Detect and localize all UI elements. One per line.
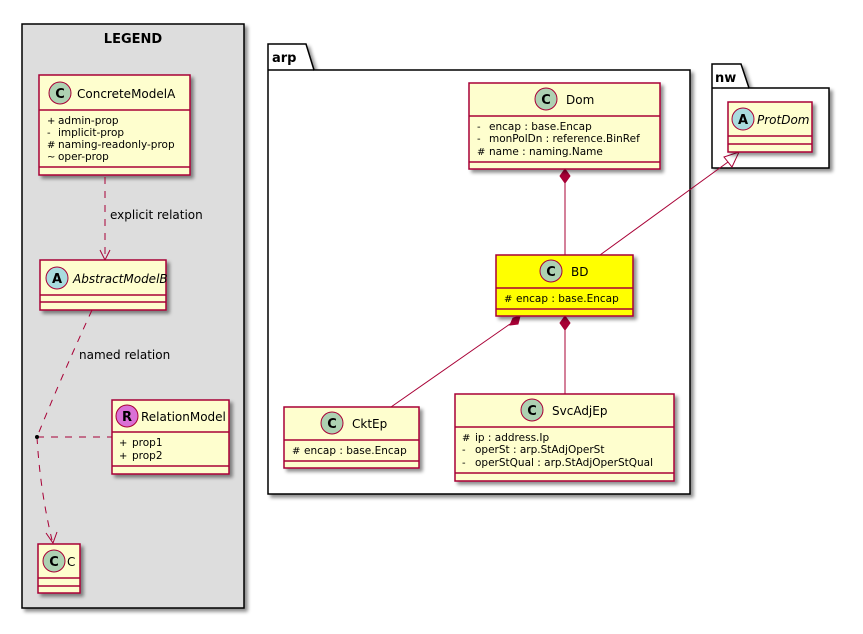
class-svcadjep[interactable]: C SvcAdjEp # ip : address.Ip - operSt : …: [454, 393, 675, 482]
edge-dom-bd-composition: [559, 168, 571, 255]
svg-text:C: C: [541, 93, 551, 108]
svg-text:C: C: [49, 555, 59, 570]
package-name: arp: [272, 51, 297, 66]
member: prop2: [132, 450, 163, 462]
class-concrete-model-a[interactable]: C ConcreteModelA + admin-prop - implicit…: [38, 74, 191, 176]
class-name: CktEp: [352, 417, 387, 431]
legend-title: LEGEND: [104, 32, 163, 47]
class-dom[interactable]: C Dom - encap : base.Encap - monPolDn : …: [468, 82, 661, 170]
abstract-spot-icon: A: [45, 266, 69, 290]
member-list: # encap : base.Encap: [504, 293, 619, 305]
visibility-private-icon: -: [462, 458, 466, 469]
member-list: + admin-prop - implicit-prop # naming-re…: [47, 115, 175, 163]
class-name: ProtDom: [757, 113, 810, 127]
visibility-protected-icon: #: [292, 446, 300, 457]
class-spot-icon: C: [534, 87, 558, 111]
inheritance-triangle-icon: [723, 151, 740, 168]
visibility-protected-icon: #: [504, 294, 512, 305]
edge-label: explicit relation: [110, 208, 203, 222]
composition-diamond-icon: [559, 315, 571, 331]
svg-text:A: A: [52, 272, 62, 287]
class-spot-icon: C: [48, 81, 72, 105]
member-list: # ip : address.Ip - operSt : arp.StAdjOp…: [462, 432, 653, 469]
visibility-public-icon: +: [119, 451, 127, 462]
composition-diamond-icon: [559, 168, 571, 184]
member: admin-prop: [58, 115, 119, 127]
visibility-protected-icon: #: [462, 433, 470, 444]
class-name: C: [67, 555, 75, 569]
class-name: BD: [571, 265, 588, 279]
class-cktep[interactable]: C CktEp # encap : base.Encap: [283, 406, 420, 469]
class-name: AbstractModelB: [72, 272, 168, 286]
class-name: Dom: [566, 93, 594, 107]
svg-text:A: A: [738, 113, 748, 128]
member: oper-prop: [58, 151, 109, 163]
edge-bd-protdom-inheritance: [599, 151, 740, 256]
visibility-public-icon: +: [47, 116, 55, 127]
member-list: # encap : base.Encap: [292, 445, 407, 457]
class-bd[interactable]: C BD # encap : base.Encap: [495, 254, 634, 317]
svg-text:C: C: [527, 404, 537, 419]
member-list: + prop1 + prop2: [119, 437, 163, 462]
svg-text:C: C: [55, 87, 65, 102]
class-spot-icon: C: [320, 411, 344, 435]
edge-bd-cktep-composition: [390, 315, 521, 408]
visibility-package-icon: ~: [47, 152, 55, 163]
member: encap : base.Encap: [516, 293, 619, 305]
relation-spot-icon: R: [115, 404, 139, 428]
composition-diamond-icon: [509, 315, 521, 326]
class-protdom[interactable]: A ProtDom: [727, 101, 813, 153]
class-name: SvcAdjEp: [552, 404, 607, 418]
visibility-protected-icon: #: [47, 140, 55, 151]
member: prop1: [132, 437, 163, 449]
class-spot-icon: C: [520, 398, 544, 422]
association-dot: [35, 435, 39, 439]
member: naming-readonly-prop: [58, 139, 175, 151]
class-name: RelationModel: [141, 410, 226, 424]
class-spot-icon: C: [539, 259, 563, 283]
edge-bd-svcadjep-composition: [559, 315, 571, 394]
class-c[interactable]: C C: [37, 543, 81, 594]
member: name : naming.Name: [489, 146, 603, 158]
member: implicit-prop: [58, 127, 124, 139]
edge-named-relation: named relation: [35, 309, 170, 545]
svg-text:C: C: [546, 265, 556, 280]
member: operStQual : arp.StAdjOperStQual: [475, 457, 653, 469]
visibility-public-icon: +: [119, 438, 127, 449]
member: operSt : arp.StAdjOperSt: [475, 444, 604, 456]
member: ip : address.Ip: [475, 432, 549, 444]
member: encap : base.Encap: [489, 121, 592, 133]
visibility-private-icon: -: [47, 128, 51, 139]
class-name: ConcreteModelA: [77, 87, 176, 101]
svg-text:R: R: [122, 410, 132, 425]
visibility-private-icon: -: [477, 134, 481, 145]
class-spot-icon: C: [42, 549, 66, 573]
visibility-private-icon: -: [477, 122, 481, 133]
package-name: nw: [715, 71, 736, 86]
visibility-protected-icon: #: [477, 147, 485, 158]
member: encap : base.Encap: [304, 445, 407, 457]
member: monPolDn : reference.BinRef: [489, 133, 640, 145]
class-relation-model[interactable]: R RelationModel + prop1 + prop2: [111, 399, 230, 475]
svg-text:C: C: [327, 417, 337, 432]
member-list: - encap : base.Encap - monPolDn : refere…: [477, 121, 640, 158]
class-abstract-model-b[interactable]: A AbstractModelB: [39, 259, 168, 311]
edge-label: named relation: [79, 348, 170, 362]
visibility-private-icon: -: [462, 445, 466, 456]
abstract-spot-icon: A: [731, 107, 755, 131]
